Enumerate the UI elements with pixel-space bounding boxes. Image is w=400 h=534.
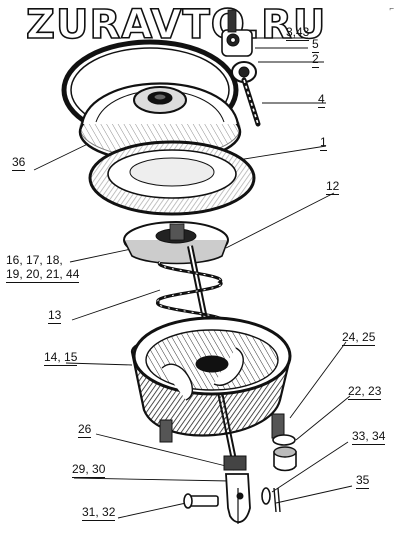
callout-33-34: 33, 34 [352,429,386,445]
leader-13 [71,289,161,321]
callout-31-32: 31, 32 [82,505,116,521]
leader-2930 [73,477,231,482]
pin-and-washer [183,487,281,513]
callout-22-23: 22, 23 [348,384,382,400]
callout-19-20-21-44: 19, 20, 21, 44 [6,267,80,283]
clevis-assembly [223,455,251,524]
diaphragm [88,140,256,216]
callout-29-30: 29, 30 [72,462,106,478]
callout-16-17-18: 16, 17, 18, [6,253,63,267]
leader-lines [33,37,353,519]
leader-1415 [65,362,133,366]
clamp-hardware [221,9,261,127]
leader-12 [225,192,335,249]
callout-1: 1 [320,135,327,151]
leader-35 [275,485,353,504]
callout-2: 2 [312,52,319,68]
callout-13: 13 [48,308,62,324]
callout-12: 12 [326,179,340,195]
callout-36: 36 [12,155,26,171]
callout-4: 4 [318,92,325,108]
callout-5: 5 [312,37,319,53]
callout-14-15: 14, 15 [44,350,78,366]
leader-2223 [295,395,351,441]
callout-26: 26 [78,422,92,438]
leader-26 [95,433,231,468]
callout-35: 35 [356,473,370,489]
lower-housing [130,316,292,437]
spring-seat [123,221,229,265]
mounting-studs [159,413,297,472]
leader-2425 [289,341,347,419]
corner-mark: ⌐ [389,4,394,13]
leader-3132 [117,502,187,519]
leader-1 [237,145,327,161]
leader-3334 [271,441,349,493]
callout-3-43: 3,43 [286,25,310,41]
watermark-logo: ZURAVTO.RU [25,1,327,49]
callout-24-25: 24, 25 [342,330,376,346]
